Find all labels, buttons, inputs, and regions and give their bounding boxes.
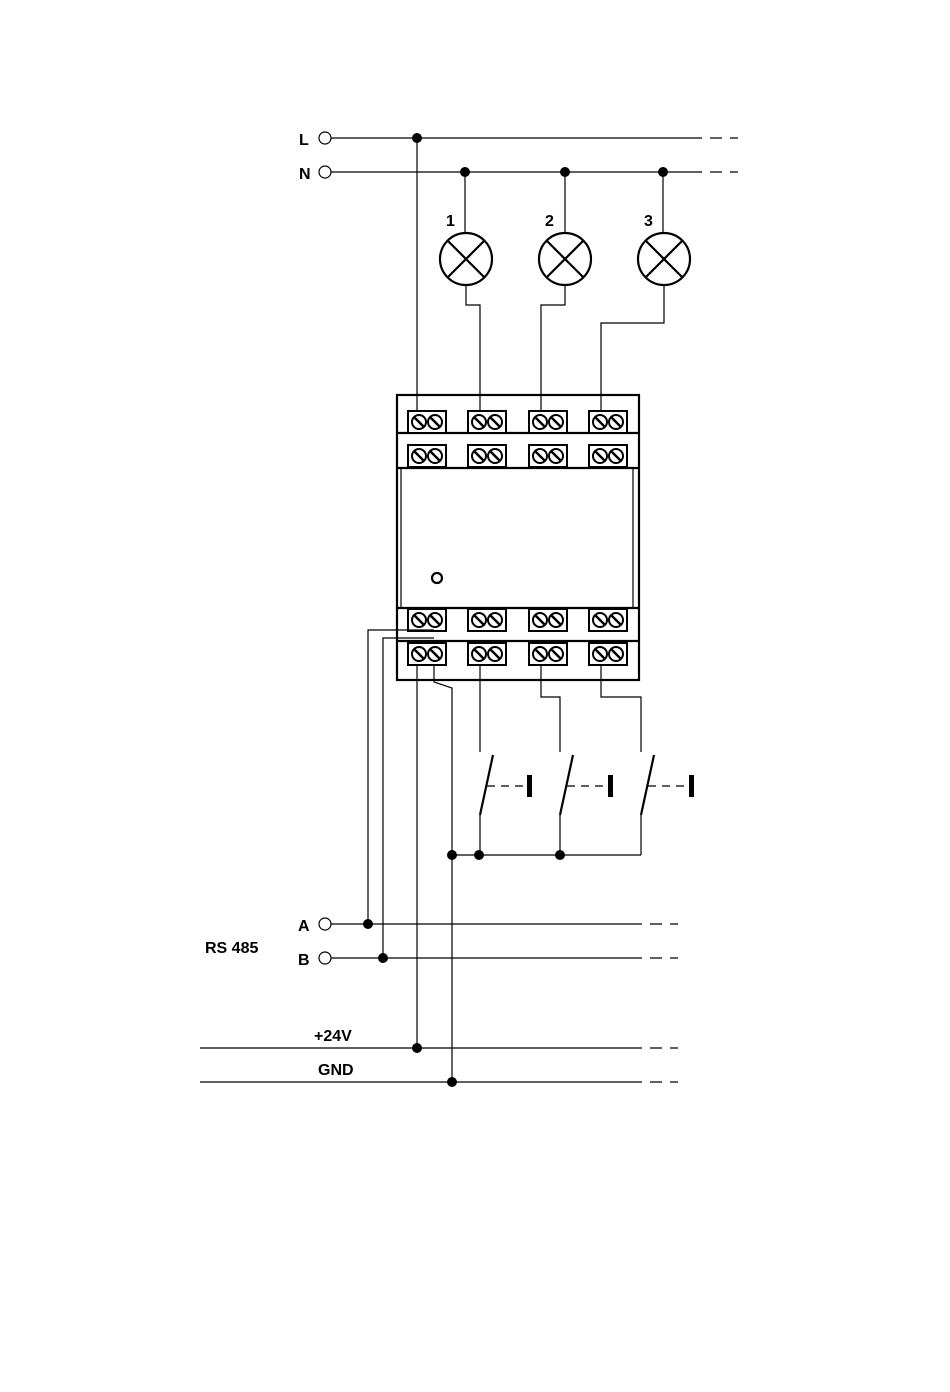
rs485-label: RS 485 xyxy=(205,940,258,957)
terminal-blocks xyxy=(408,411,627,665)
output-wiring xyxy=(368,630,694,1082)
terminal-block xyxy=(408,643,446,665)
label-L: L xyxy=(299,132,309,149)
status-led-icon xyxy=(432,573,442,583)
lamp-1: 1 xyxy=(440,172,492,412)
terminal-block xyxy=(589,609,627,631)
switch-3-icon xyxy=(641,755,654,815)
terminal-block xyxy=(468,609,506,631)
terminal-block xyxy=(529,411,567,433)
lamp-3: 3 xyxy=(601,172,690,412)
terminal-block xyxy=(529,445,567,467)
label-gnd: GND xyxy=(318,1062,354,1079)
label-N: N xyxy=(299,166,311,183)
terminal-B xyxy=(319,952,331,964)
terminal-N xyxy=(319,166,331,178)
terminal-block xyxy=(529,609,567,631)
terminal-block xyxy=(468,445,506,467)
terminal-block xyxy=(589,445,627,467)
terminal-block xyxy=(589,643,627,665)
terminal-block xyxy=(408,609,446,631)
lamp-2-label: 2 xyxy=(545,213,554,230)
terminal-block xyxy=(408,411,446,433)
lamp-2: 2 xyxy=(539,172,591,412)
label-A: A xyxy=(298,918,310,935)
lamp-1-label: 1 xyxy=(446,213,455,230)
label-B: B xyxy=(298,952,310,969)
terminal-block xyxy=(529,643,567,665)
lamp-3-label: 3 xyxy=(644,213,653,230)
terminal-A xyxy=(319,918,331,930)
rs485-bus: RS 485 A B xyxy=(205,918,678,969)
terminal-block xyxy=(589,411,627,433)
terminal-block xyxy=(468,643,506,665)
label-24v: +24V xyxy=(314,1028,352,1045)
mains-lines: L N xyxy=(299,132,738,183)
terminal-block xyxy=(468,411,506,433)
terminal-block xyxy=(408,445,446,467)
switch-1-icon xyxy=(480,755,493,815)
supply-lines: +24V GND xyxy=(200,1028,678,1087)
relay-module xyxy=(397,395,639,680)
terminal-L xyxy=(319,132,331,144)
switch-2-icon xyxy=(560,755,573,815)
